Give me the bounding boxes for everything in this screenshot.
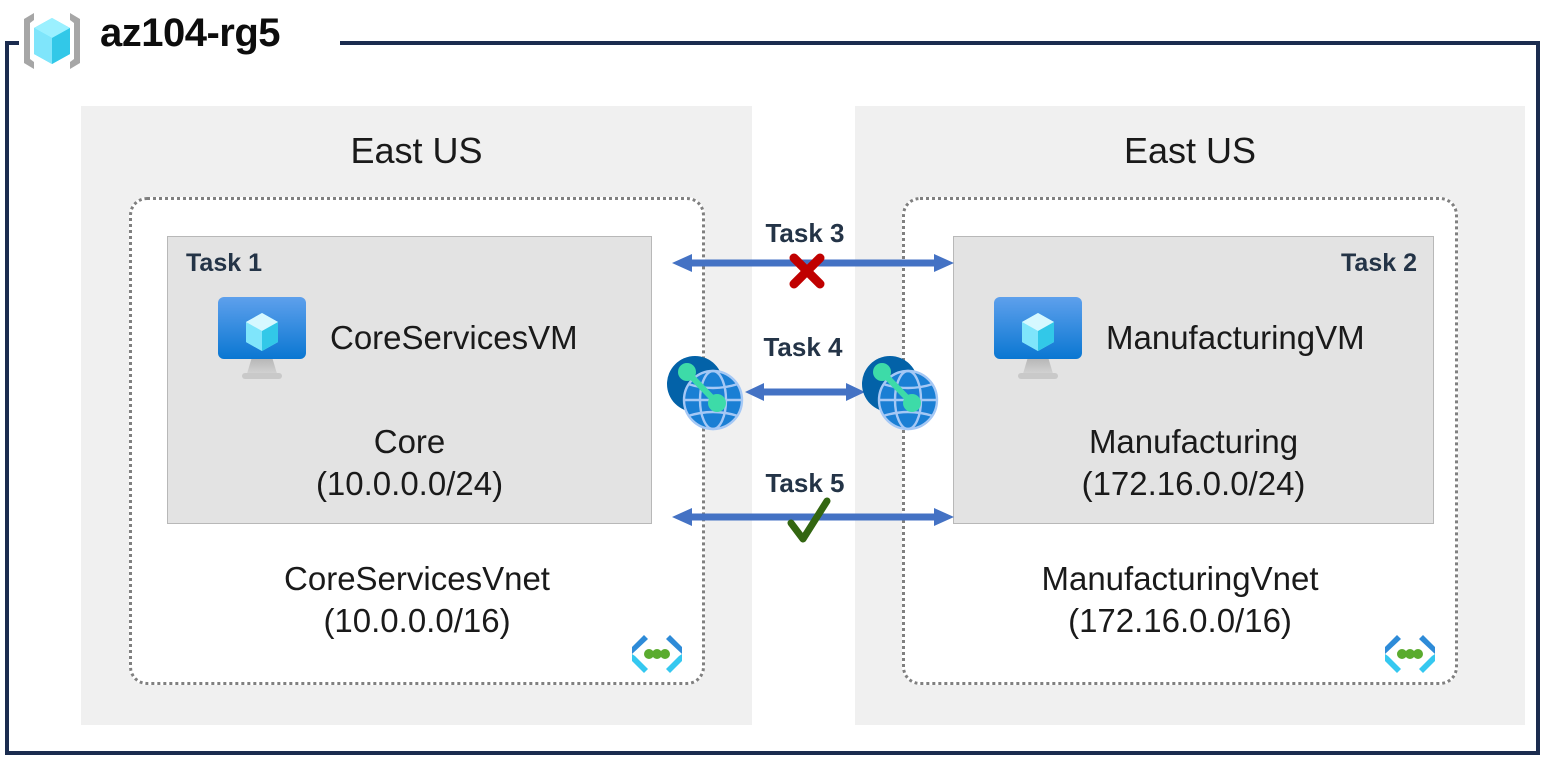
frame-top-left-stub [5,41,19,45]
vnet-peering-icon [857,352,941,432]
frame-top-right-stub [340,41,1540,45]
green-check-icon [787,497,831,543]
vnet-manufacturing-name: ManufacturingVnet [1041,560,1319,597]
virtual-machine-icon [992,295,1084,381]
vm-label-manufacturing: ManufacturingVM [1106,319,1365,356]
connector-label-task3: Task 3 [765,218,845,248]
virtual-network-icon [626,632,688,676]
page-title: az104-rg5 [100,11,281,55]
subnet-core[interactable]: Task 1 [167,236,652,524]
virtual-network-icon [1379,632,1441,676]
resource-group-frame [5,41,1540,755]
task-tag-2: Task 2 [1341,249,1417,277]
red-x-icon [789,253,825,289]
vm-row-manufacturing: ManufacturingVM [954,295,1471,381]
subnet-manufacturing-label: Manufacturing (172.16.0.0/24) [954,421,1433,505]
subnet-core-label: Core (10.0.0.0/24) [168,421,651,505]
subnet-manufacturing-name: Manufacturing [1088,423,1299,460]
connector-label-task5: Task 5 [765,468,845,498]
subnet-manufacturing[interactable]: Task 2 [953,236,1434,524]
connector-label-task4: Task 4 [763,332,843,362]
vnet-manufacturing-label: ManufacturingVnet (172.16.0.0/16) [905,558,1455,642]
double-headed-arrow-icon [745,383,865,401]
virtual-machine-icon [216,295,308,381]
vnet-manufacturing-cidr: (172.16.0.0/16) [1068,601,1292,639]
resource-group-cube-icon [18,10,86,72]
region-label-left: East US [350,130,483,171]
subnet-core-cidr: (10.0.0.0/24) [315,464,504,502]
vm-row-coreservices: CoreServicesVM [168,295,699,381]
subnet-manufacturing-cidr: (172.16.0.0/24) [1081,464,1306,502]
vnet-coreservices-label: CoreServicesVnet (10.0.0.0/16) [132,558,702,642]
vm-label-coreservices: CoreServicesVM [330,319,578,356]
subnet-core-name: Core [373,423,446,460]
vnet-coreservices-cidr: (10.0.0.0/16) [323,601,511,639]
vnet-peering-icon [662,352,746,432]
task-tag-1: Task 1 [186,249,262,277]
vnet-coreservices-name: CoreServicesVnet [284,560,550,597]
region-label-right: East US [1123,130,1257,171]
